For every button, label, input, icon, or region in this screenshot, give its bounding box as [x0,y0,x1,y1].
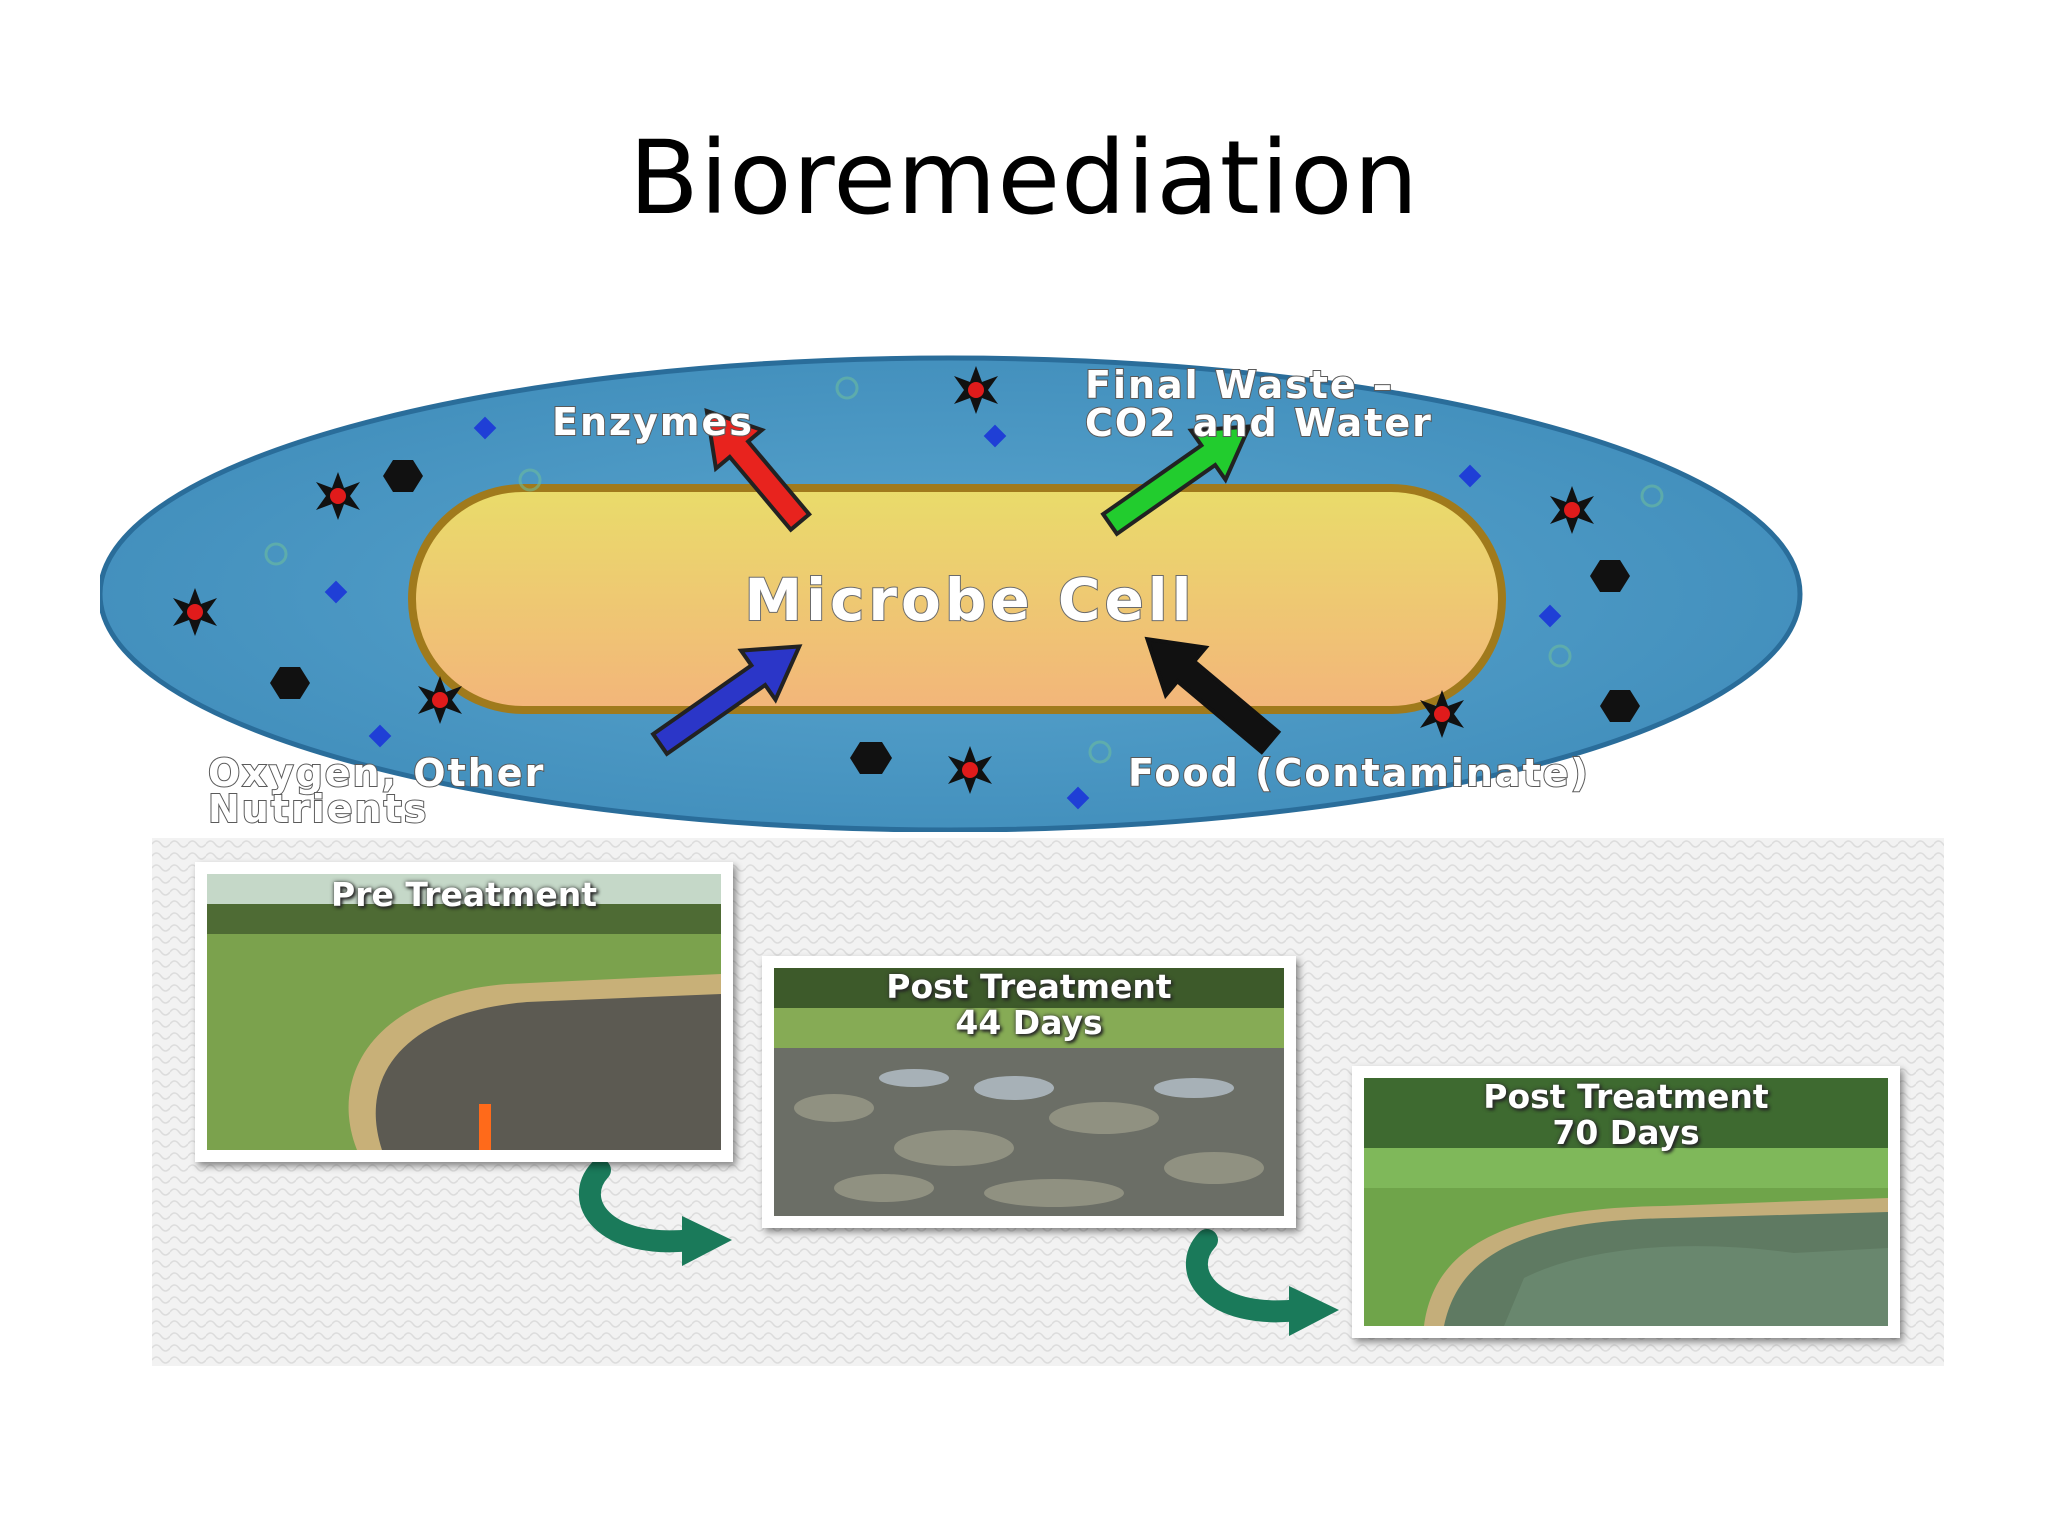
oxygen-label-line1: Oxygen, Other [208,751,545,795]
curved-arrow-icon [579,1159,732,1266]
microbe-cell-label: Microbe Cell [744,566,1195,634]
starburst-molecule-icon [173,366,1594,794]
enzymes-label: Enzymes [552,400,754,444]
pond-lily-pads-image [774,968,1284,1216]
pre-treatment-photo: Pre Treatment [195,862,733,1162]
microbe-cell-body [408,484,1506,714]
enzymes-arrow [704,407,813,533]
post-70-caption-line2: 70 Days [1552,1113,1700,1152]
oxygen-arrow [650,644,803,757]
hexagon-molecule-icon [270,460,1640,774]
faint-circle-molecule-icon [264,376,1664,764]
oxygen-label-line2: Nutrients [208,787,428,831]
post-treatment-70-days-photo: Post Treatment 70 Days [1352,1066,1900,1338]
slide-title: Bioremediation [628,119,1420,238]
post-treatment-44-days-photo: Post Treatment 44 Days [762,956,1296,1228]
final-waste-label-line1: Final Waste – [1085,363,1394,407]
final-waste-label-line2: CO2 and Water [1085,401,1433,445]
treatment-photo-sequence: Pre Treatment [152,838,1944,1366]
pond-muddy-image [207,874,721,1150]
final-waste-arrow [1100,424,1253,537]
post-70-caption-line1: Post Treatment [1483,1078,1769,1116]
pond-clear-water-image [1364,1078,1888,1326]
microbe-cell-diagram: Microbe Cell [100,355,1803,832]
food-label: Food (Contaminate) [1128,751,1590,795]
post-44-caption-line1: Post Treatment [886,968,1172,1006]
pre-treatment-caption: Pre Treatment [331,875,597,914]
post-44-caption-line2: 44 Days [955,1003,1103,1042]
curved-arrow-icon [1186,1229,1339,1336]
food-arrow [1144,636,1282,755]
